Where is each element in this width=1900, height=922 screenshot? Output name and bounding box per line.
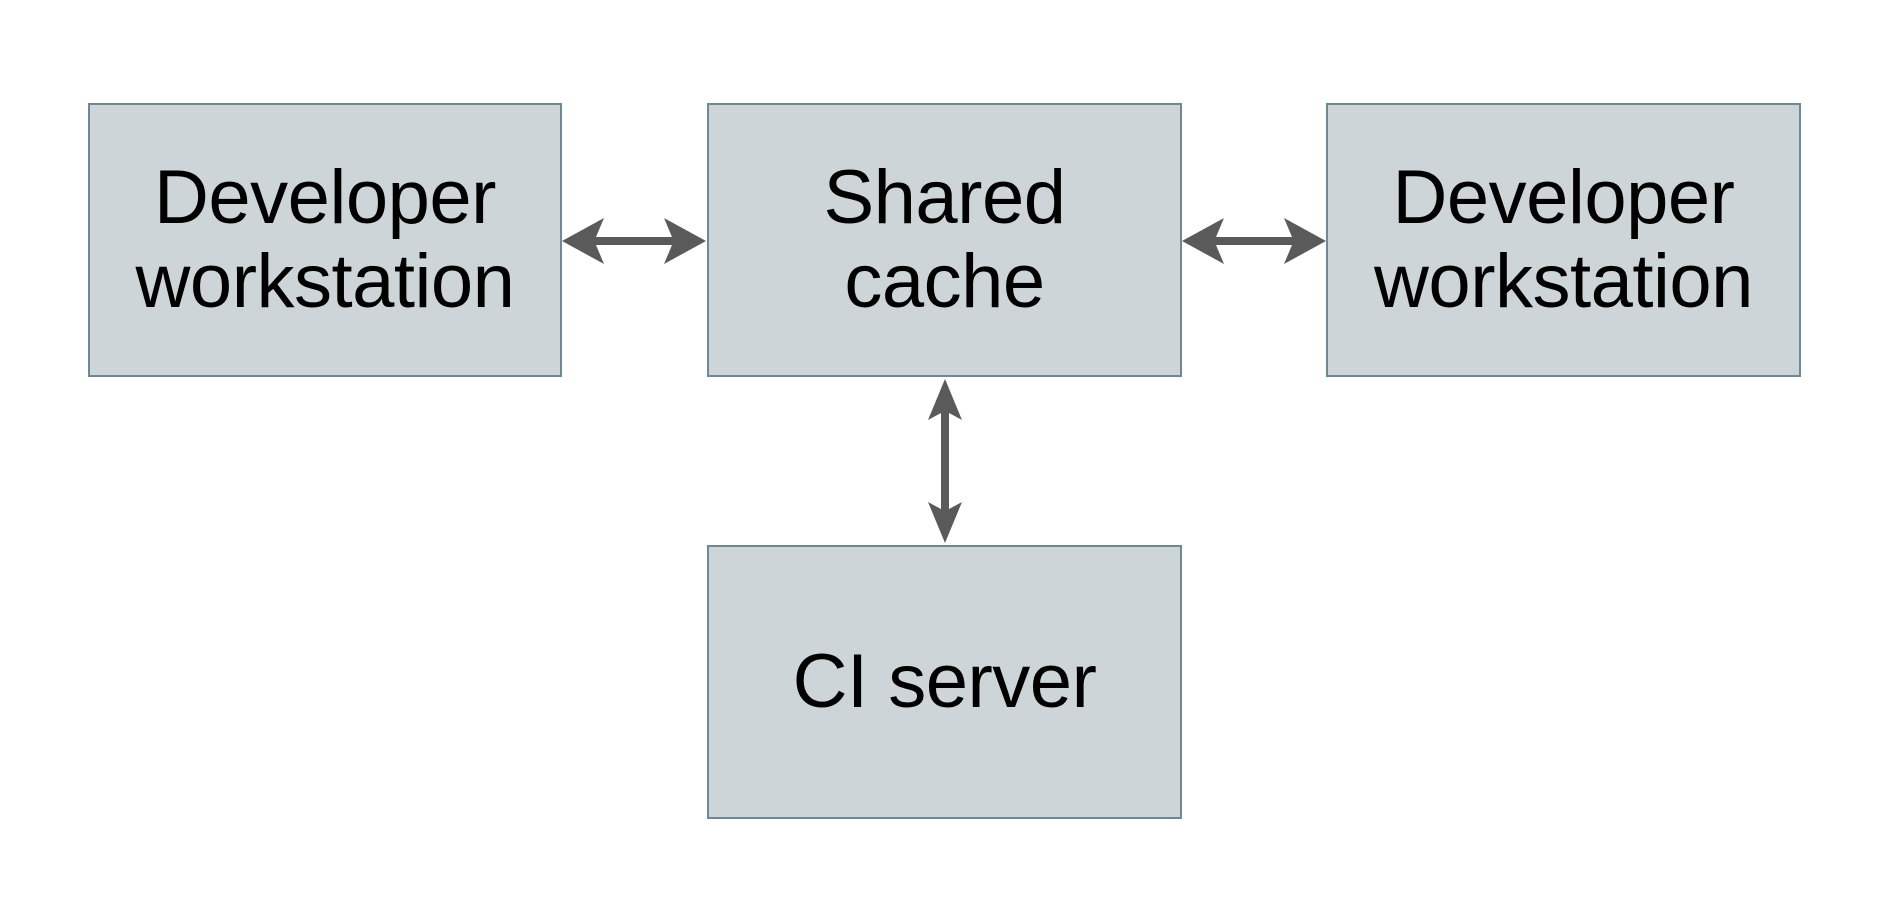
node-label: Developer workstation <box>1374 155 1753 324</box>
double-arrow-horizontal-icon <box>562 218 706 264</box>
node-ci-server[interactable]: CI server <box>707 545 1182 819</box>
node-developer-workstation-left[interactable]: Developer workstation <box>88 103 562 377</box>
node-label: Developer workstation <box>135 155 515 324</box>
connector-left-dev-to-cache[interactable] <box>558 206 710 276</box>
double-arrow-vertical-icon <box>928 379 962 543</box>
node-label: CI server <box>792 639 1097 724</box>
double-arrow-horizontal-icon <box>1182 218 1326 264</box>
connector-cache-to-right-dev[interactable] <box>1178 206 1330 276</box>
node-shared-cache[interactable]: Shared cache <box>707 103 1182 377</box>
connector-cache-to-ci[interactable] <box>910 376 980 546</box>
node-label: Shared cache <box>823 155 1066 324</box>
node-developer-workstation-right[interactable]: Developer workstation <box>1326 103 1801 377</box>
